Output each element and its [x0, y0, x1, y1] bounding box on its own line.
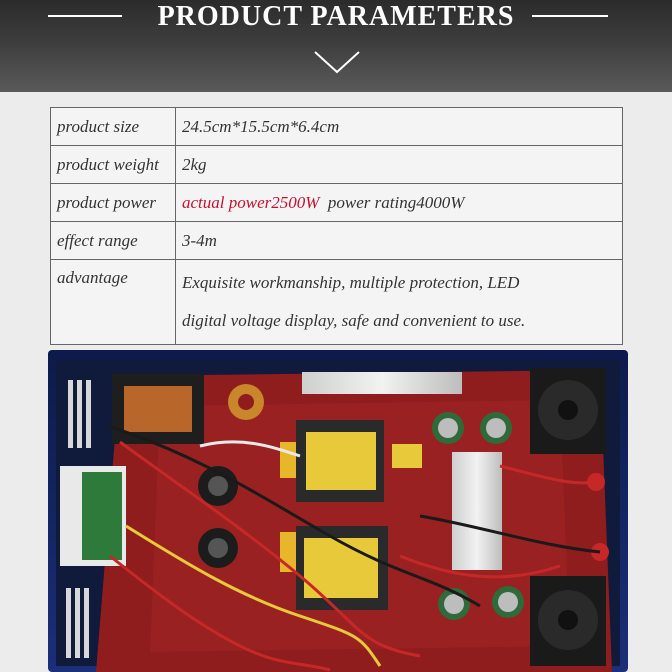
chevron-down-icon	[314, 51, 360, 74]
table-row: product weight 2kg	[50, 145, 623, 184]
table-row: product size 24.5cm*15.5cm*6.4cm	[50, 107, 623, 146]
param-value: 3-4m	[175, 221, 623, 260]
advantage-line-1: Exquisite workmanship, multiple protecti…	[182, 273, 520, 292]
cooling-fans	[530, 368, 606, 666]
param-label: product weight	[50, 145, 176, 184]
param-value: Exquisite workmanship, multiple protecti…	[175, 259, 623, 345]
param-label: product power	[50, 183, 176, 222]
param-label: effect range	[50, 221, 176, 260]
power-rating-value: power rating4000W	[327, 192, 465, 212]
param-label: product size	[50, 107, 176, 146]
actual-power-value: actual power2500W	[182, 192, 320, 212]
transformer-bottom	[296, 526, 388, 610]
param-label: advantage	[50, 259, 176, 345]
header-rule-left	[48, 15, 122, 17]
table-row: advantage Exquisite workmanship, multipl…	[50, 259, 623, 345]
right-heatsink	[452, 452, 502, 570]
table-row: effect range 3-4m	[50, 221, 623, 260]
header-rule-right	[532, 15, 608, 17]
table-row: product power actual power2500W power ra…	[50, 183, 623, 222]
header-banner: PRODUCT PARAMETERS	[0, 0, 672, 92]
product-photo	[48, 350, 628, 672]
param-value: actual power2500W power rating4000W	[175, 183, 623, 222]
param-value: 2kg	[175, 145, 623, 184]
page-title: PRODUCT PARAMETERS	[157, 1, 515, 32]
left-heatsink-fins	[66, 380, 91, 658]
capacitors	[198, 412, 524, 620]
top-heatsink	[302, 372, 462, 394]
param-value: 24.5cm*15.5cm*6.4cm	[175, 107, 623, 146]
parameter-table: product size 24.5cm*15.5cm*6.4cm product…	[50, 107, 623, 345]
transformer-top	[296, 420, 384, 502]
wiring	[107, 424, 601, 672]
advantage-line-2: digital voltage display, safe and conven…	[182, 311, 526, 330]
